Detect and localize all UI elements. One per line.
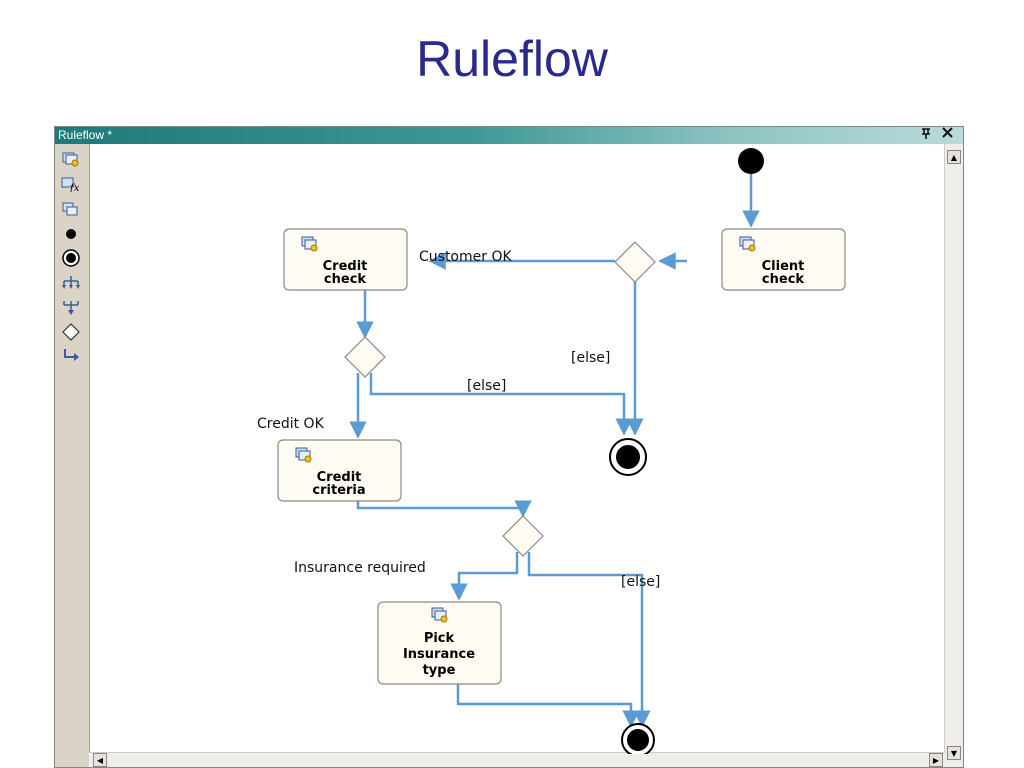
- action-icon[interactable]: fx: [60, 174, 82, 194]
- node-label-line: Credit: [317, 470, 362, 485]
- edge-label-insurance-required: Insurance required: [294, 560, 426, 576]
- edge-label-customer-ok: Customer OK: [419, 249, 512, 265]
- edge-decision-to-pick-insurance[interactable]: [450, 552, 519, 601]
- svg-text:fx: fx: [69, 183, 80, 192]
- rule-set-icon[interactable]: [60, 149, 82, 169]
- edge-label-else: [else]: [621, 574, 660, 590]
- edge-label-else: [else]: [467, 378, 506, 394]
- node-label-line: check: [324, 272, 366, 287]
- start-node[interactable]: [738, 148, 764, 174]
- edge-credit-criteria-to-decision[interactable]: [356, 500, 532, 518]
- horizontal-scrollbar[interactable]: ◀ ▶: [89, 752, 945, 767]
- decision-icon[interactable]: [60, 322, 82, 342]
- node-label-line: criteria: [312, 483, 365, 498]
- edge-decision-else-to-end-2[interactable]: [369, 373, 633, 436]
- node-label-line: Pick: [424, 631, 455, 646]
- node-label-line: check: [762, 272, 804, 287]
- edge-pick-insurance-to-end[interactable]: [456, 684, 640, 728]
- ruleflow-editor-window: Ruleflow * fx: [54, 126, 964, 768]
- node-label-line: Credit: [323, 259, 368, 274]
- start-icon[interactable]: [60, 224, 82, 244]
- split-icon[interactable]: [60, 274, 82, 294]
- edge-label-else: [else]: [571, 350, 610, 366]
- end-node-1[interactable]: [609, 438, 647, 476]
- node-label-line: type: [423, 663, 456, 678]
- node-client-check[interactable]: Client check: [721, 228, 846, 291]
- scroll-down-button[interactable]: ▼: [947, 746, 961, 760]
- subflow-icon[interactable]: [60, 199, 82, 219]
- edge-label-credit-ok: Credit OK: [257, 416, 325, 432]
- close-icon[interactable]: [942, 127, 953, 142]
- editor-titlebar: Ruleflow *: [55, 127, 963, 144]
- decision-node-credit[interactable]: [344, 336, 386, 378]
- decision-node-insurance[interactable]: [502, 515, 544, 557]
- ruleflow-canvas[interactable]: Client check Credit check Credit criteri…: [90, 144, 946, 754]
- end-icon[interactable]: [60, 248, 82, 268]
- slide-title: Ruleflow: [416, 31, 608, 87]
- node-label-line: Insurance: [403, 647, 475, 662]
- node-credit-criteria[interactable]: Credit criteria: [277, 439, 402, 502]
- node-label-line: Client: [762, 259, 805, 274]
- edge-decision-else-to-end-3[interactable]: [527, 552, 651, 728]
- join-icon[interactable]: [60, 298, 82, 318]
- scroll-right-button[interactable]: ▶: [929, 753, 943, 767]
- edges: [349, 174, 760, 728]
- scroll-left-button[interactable]: ◀: [93, 753, 107, 767]
- node-credit-check[interactable]: Credit check: [283, 228, 408, 291]
- decision-node-customer[interactable]: [614, 241, 656, 283]
- editor-tab-title[interactable]: Ruleflow *: [58, 128, 113, 142]
- pin-icon[interactable]: [921, 127, 931, 143]
- end-node-2[interactable]: [621, 723, 655, 754]
- vertical-scrollbar[interactable]: ▲ ▼: [944, 144, 963, 767]
- connection-icon[interactable]: [60, 346, 82, 366]
- node-palette: fx: [55, 144, 90, 767]
- scroll-up-button[interactable]: ▲: [947, 150, 961, 164]
- node-pick-insurance-type[interactable]: Pick Insurance type: [377, 601, 502, 685]
